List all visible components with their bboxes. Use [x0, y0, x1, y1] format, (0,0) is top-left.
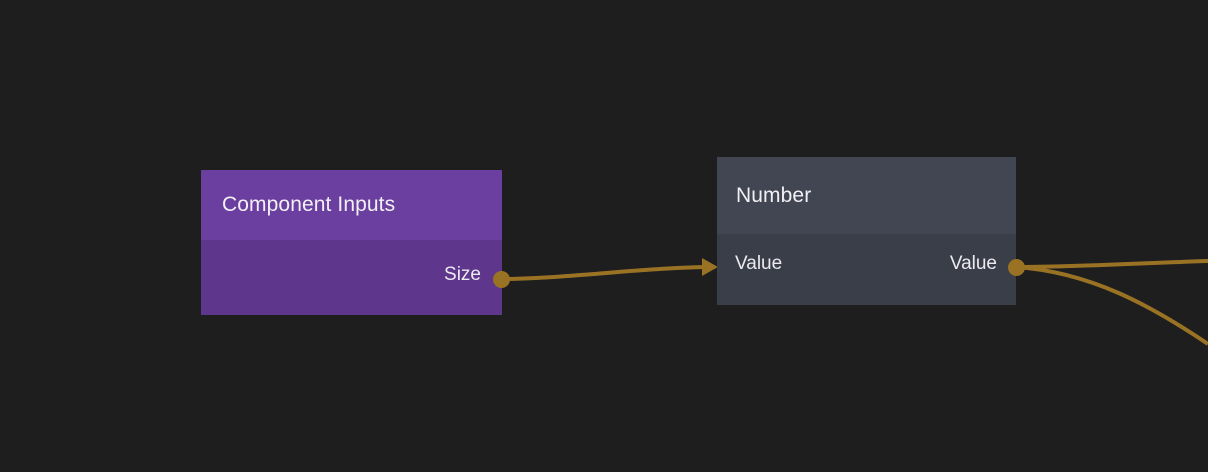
node-header[interactable]: Number — [717, 157, 1016, 234]
node-title: Number — [736, 183, 812, 207]
node-body: Size — [201, 240, 502, 315]
node-header[interactable]: Component Inputs — [201, 170, 502, 240]
output-port-label-size: Size — [444, 264, 481, 285]
output-port-row-size[interactable]: Size — [444, 265, 481, 284]
node-title: Component Inputs — [222, 193, 396, 216]
port-row-value[interactable]: Value Value — [717, 234, 1016, 292]
edge-value-out-lower — [1015, 265, 1208, 346]
output-port-dot-value[interactable] — [1008, 259, 1025, 276]
output-port-label-value: Value — [949, 252, 997, 274]
edge-size-to-value — [500, 265, 708, 281]
node-component-inputs[interactable]: Component Inputs Size — [201, 170, 502, 315]
node-body: Value Value — [717, 234, 1016, 305]
edge-value-out-upper — [1015, 259, 1208, 269]
edge-arrowhead-icon — [702, 258, 718, 276]
input-port-label-value: Value — [735, 252, 783, 274]
output-port-dot-size[interactable] — [493, 271, 510, 288]
node-number[interactable]: Number Value Value — [717, 157, 1016, 305]
